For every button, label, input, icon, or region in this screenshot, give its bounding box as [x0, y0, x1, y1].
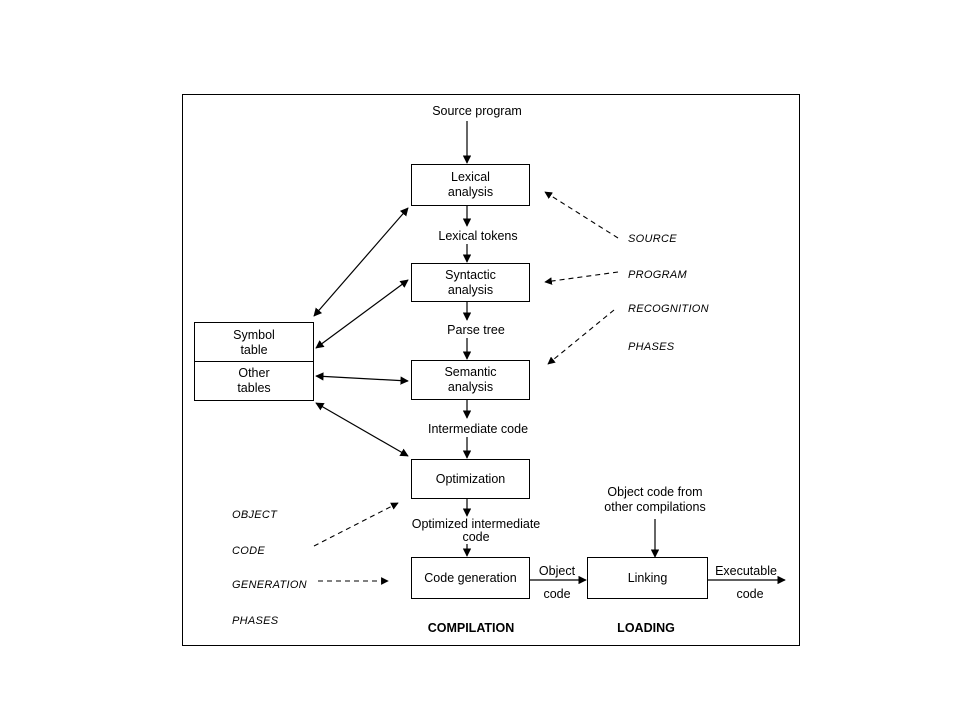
- other-tables-line-2: tables: [237, 381, 271, 395]
- optimization-box: Optimization: [411, 459, 530, 499]
- annotation-object: OBJECT: [232, 509, 278, 521]
- optimization-line-1: Optimization: [435, 471, 506, 486]
- other-tables-box: Other tables: [194, 361, 314, 401]
- lexical-tokens-label: Lexical tokens: [438, 229, 518, 243]
- semantic-line-2: analysis: [447, 380, 494, 394]
- arrow-tables-syntactic: [315, 279, 409, 349]
- compilation-label: COMPILATION: [427, 621, 515, 635]
- arrow-tables-semantic: [315, 372, 409, 385]
- arrow-tables-lexical: [313, 207, 409, 317]
- dashed-arrow-to-semantic: [547, 309, 615, 365]
- object-code-from-label: Object code from other compilations: [604, 485, 705, 515]
- symbol-table-line-1: Symbol: [233, 327, 275, 342]
- object-code-label-bottom: code: [543, 587, 571, 601]
- other-tables-line-1: Other: [238, 366, 270, 380]
- linking-box: Linking: [587, 557, 708, 599]
- code-generation-box: Code generation: [411, 557, 530, 599]
- annotation-phases-bottom: PHASES: [232, 615, 279, 627]
- annotation-program: PROGRAM: [628, 269, 687, 281]
- loading-label: LOADING: [617, 621, 675, 635]
- optimized-line-2: code: [462, 530, 490, 544]
- optimized-line-1: Optimized intermediate: [411, 517, 541, 531]
- executable-label-bottom: code: [736, 587, 764, 601]
- semantic-line-1: Semantic: [444, 365, 497, 379]
- syntactic-line-1: Syntactic: [445, 267, 496, 282]
- dashed-arrow-to-syntactic: [544, 271, 619, 285]
- semantic-analysis-box: Semantic analysis: [411, 360, 530, 400]
- intermediate-code-label: Intermediate code: [427, 422, 529, 436]
- dashed-arrow-to-optimization: [313, 502, 399, 547]
- symbol-table-box: Symbol table: [194, 322, 314, 362]
- syntactic-analysis-box: Syntactic analysis: [411, 263, 530, 302]
- annotation-source: SOURCE: [628, 233, 677, 245]
- lexical-line-2: analysis: [447, 185, 494, 199]
- object-code-from-line-1: Object code from: [607, 485, 703, 499]
- codegen-line-1: Code generation: [424, 570, 517, 585]
- syntactic-line-2: analysis: [447, 282, 494, 297]
- symbol-table-line-2: table: [240, 342, 268, 357]
- parse-tree-label: Parse tree: [447, 323, 505, 337]
- dashed-arrow-to-lexical: [544, 191, 619, 239]
- annotation-recognition: RECOGNITION: [628, 303, 709, 315]
- lexical-line-1: Lexical: [451, 170, 490, 184]
- optimized-intermediate-label: Optimized intermediate code: [412, 518, 541, 544]
- object-code-label-top: Object: [538, 564, 576, 578]
- executable-label-top: Executable: [715, 564, 777, 578]
- object-code-from-line-2: other compilations: [604, 500, 706, 514]
- source-program-label: Source program: [432, 104, 522, 118]
- lexical-analysis-box: Lexical analysis: [411, 164, 530, 206]
- linking-line-1: Linking: [627, 570, 668, 585]
- arrow-tables-optimization: [315, 402, 409, 457]
- annotation-generation: GENERATION: [232, 579, 307, 591]
- annotation-code: CODE: [232, 545, 265, 557]
- annotation-phases-top: PHASES: [628, 341, 675, 353]
